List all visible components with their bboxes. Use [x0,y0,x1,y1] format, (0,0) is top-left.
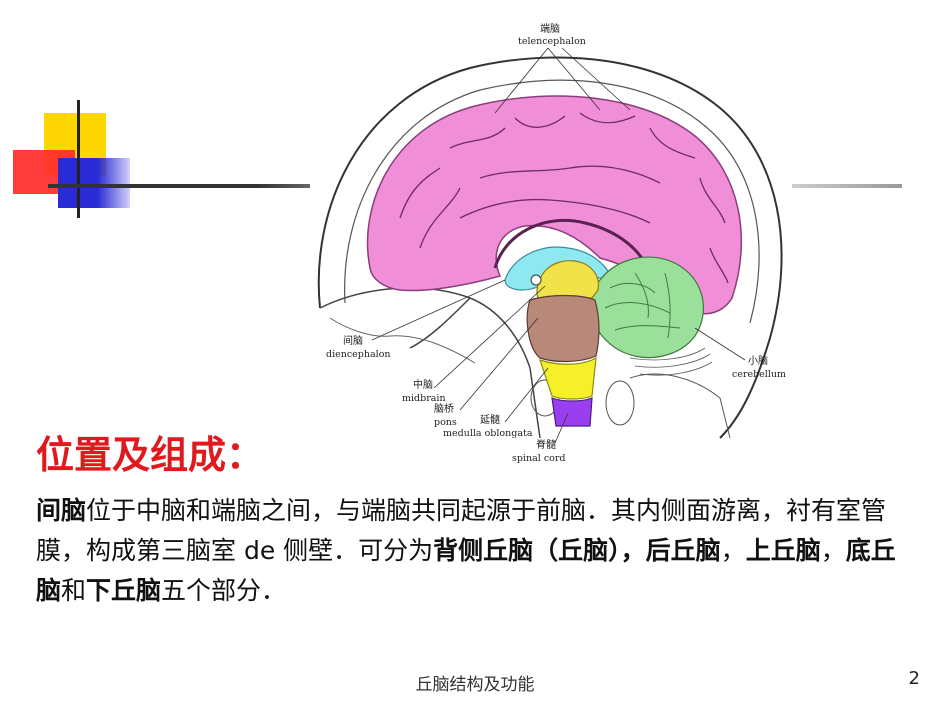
skull-outline [317,56,783,439]
label-midbrain-cn: 中脑 [413,378,433,391]
label-cerebellum-en: cerebellum [732,369,786,380]
cerebellum-striations [629,347,713,376]
para-end: 五个部分． [161,576,287,605]
label-pons-cn: 脑桥 [434,402,454,415]
decor-blue-square [58,158,130,208]
decor-vertical-line [77,100,80,218]
label-diencephalon-en: diencephalon [326,349,391,360]
label-diencephalon-cn: 间脑 [343,334,363,347]
cerebellum-folia [604,272,681,339]
label-spinal-cn: 脊髓 [536,438,556,451]
term-dorsal-thalamus: 背侧丘脑（丘脑），后丘脑 [433,536,721,565]
label-midbrain-en: midbrain [402,393,446,404]
neck-contour [629,373,731,439]
term-diencephalon: 间脑 [36,496,87,525]
vertebra-shape-2 [605,380,635,426]
para-sep-2: ， [820,536,846,565]
page-number: 2 [908,668,920,689]
para-and: 和 [61,576,87,605]
label-telencephalon-cn: 端脑 [540,22,560,35]
medulla-region [539,356,597,400]
term-subthalamus: 底丘脑 [36,536,896,605]
decor-horizontal-line-left [48,184,310,188]
skull-inner-outline [344,79,760,324]
label-pons-en: pons [434,417,457,428]
midbrain-region [536,260,600,299]
pineal-body [530,274,542,286]
pons-region [526,294,600,363]
label-telencephalon-en: telencephalon [518,36,586,47]
label-medulla-cn: 延髓 [480,413,500,426]
gyri-lines [399,112,729,284]
brain-sagittal-figure: 端脑 telencephalon 间脑 diencephalon 中脑 midb… [317,22,786,464]
term-hypothalamus: 下丘脑 [86,576,162,605]
section-heading: 位置及组成： [36,433,265,477]
leader-lines [371,47,746,444]
para-sep-1: ， [720,536,746,565]
decor-horizontal-line-right [792,184,902,188]
spinal-cord-region [551,397,593,427]
footer-title: 丘脑结构及功能 [415,675,535,695]
body-paragraph: 间脑位于中脑和端脑之间，与端脑共同起源于前脑．其内侧面游离，衬有室管膜，构成第三… [36,491,916,611]
para-text-1: 位于中脑和端脑之间，与端脑共同起源于前脑．其内侧面游离，衬有室管膜，构成第三脑室… [36,496,887,565]
label-medulla-en: medulla oblongata [443,428,533,439]
corpus-callosum [493,218,647,269]
face-contour [329,317,476,364]
label-spinal-en: spinal cord [512,453,566,464]
term-epithalamus: 上丘脑 [745,536,821,565]
skull-base [319,287,541,439]
label-cerebellum-cn: 小脑 [748,354,768,367]
